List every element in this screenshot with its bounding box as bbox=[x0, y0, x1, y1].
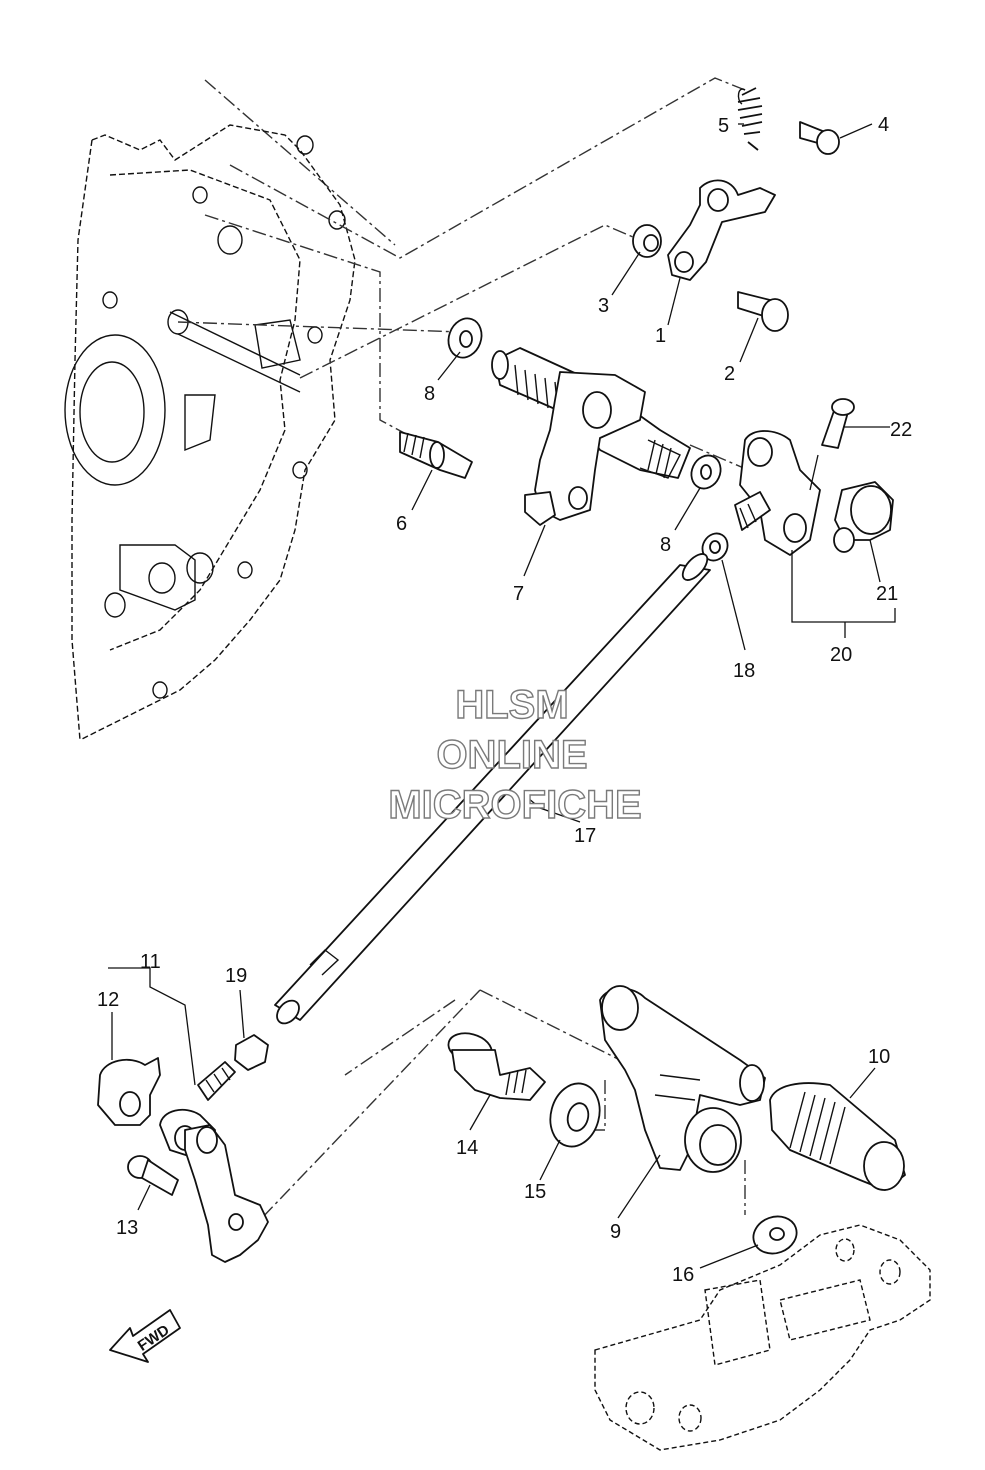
part-6-stud[interactable] bbox=[399, 431, 473, 479]
callout-labels: 1 2 3 4 5 6 7 8 8 9 10 11 12 13 14 15 16… bbox=[97, 114, 912, 1286]
part-8-washer-lower[interactable] bbox=[686, 451, 726, 494]
part-17-shift-rod[interactable] bbox=[273, 550, 712, 1028]
callout-18: 18 bbox=[733, 660, 755, 682]
part-12-joint-cap[interactable] bbox=[97, 1057, 161, 1126]
callout-22: 22 bbox=[890, 419, 912, 441]
callout-7: 7 bbox=[513, 583, 524, 605]
part-20-joint-assembly[interactable] bbox=[734, 430, 821, 556]
watermark-line-1: HLSM bbox=[455, 683, 568, 727]
crankcase-cover bbox=[64, 79, 396, 741]
part-18-nut[interactable] bbox=[698, 529, 733, 565]
callout-17: 17 bbox=[574, 825, 596, 847]
callout-9: 9 bbox=[610, 1221, 621, 1243]
watermark-line-2: ONLINE bbox=[436, 733, 587, 777]
part-3-washer[interactable] bbox=[632, 224, 662, 258]
fwd-arrow-icon: FWD bbox=[109, 1309, 181, 1363]
callout-21: 21 bbox=[876, 583, 898, 605]
callout-1: 1 bbox=[655, 325, 666, 347]
part-7-shift-shaft[interactable] bbox=[491, 347, 691, 526]
callout-8-lower: 8 bbox=[660, 534, 671, 556]
callout-13: 13 bbox=[116, 1217, 138, 1239]
guide-lines bbox=[177, 77, 761, 1221]
part-14-bolt[interactable] bbox=[445, 1029, 546, 1101]
watermark: HLSM ONLINE MICROFICHE bbox=[388, 682, 643, 827]
callout-6: 6 bbox=[396, 513, 407, 535]
part-2-bolt[interactable] bbox=[737, 291, 789, 332]
leader-lines bbox=[108, 123, 896, 1269]
callout-14: 14 bbox=[456, 1137, 478, 1159]
footrest-bracket bbox=[594, 1224, 931, 1451]
callout-16: 16 bbox=[672, 1264, 694, 1286]
part-22-bolt[interactable] bbox=[821, 398, 855, 449]
callout-11: 11 bbox=[140, 951, 161, 973]
callout-19: 19 bbox=[225, 965, 247, 987]
part-9-shift-pedal[interactable] bbox=[599, 985, 766, 1173]
callout-3: 3 bbox=[598, 295, 609, 317]
part-5-spring[interactable] bbox=[737, 87, 763, 151]
part-1-shift-arm[interactable] bbox=[667, 179, 776, 281]
part-shift-lever-arm[interactable] bbox=[184, 1124, 269, 1263]
callout-4: 4 bbox=[878, 114, 889, 136]
callout-15: 15 bbox=[524, 1181, 546, 1203]
part-10-footpeg-rubber[interactable] bbox=[769, 1082, 906, 1191]
part-16-washer[interactable] bbox=[748, 1211, 802, 1260]
callout-5: 5 bbox=[718, 115, 729, 137]
part-13-bolt[interactable] bbox=[127, 1155, 179, 1196]
part-19-nut[interactable] bbox=[234, 1034, 269, 1071]
part-15-washer[interactable] bbox=[544, 1078, 607, 1152]
part-8-washer-upper[interactable] bbox=[443, 314, 487, 363]
callout-12: 12 bbox=[97, 989, 119, 1011]
part-21-cap[interactable] bbox=[833, 481, 894, 553]
callout-8-upper: 8 bbox=[424, 383, 435, 405]
callout-10: 10 bbox=[868, 1046, 890, 1068]
callout-20: 20 bbox=[830, 644, 852, 666]
callout-2: 2 bbox=[724, 363, 735, 385]
watermark-line-3: MICROFICHE bbox=[388, 783, 641, 827]
part-4-pin[interactable] bbox=[799, 121, 840, 155]
